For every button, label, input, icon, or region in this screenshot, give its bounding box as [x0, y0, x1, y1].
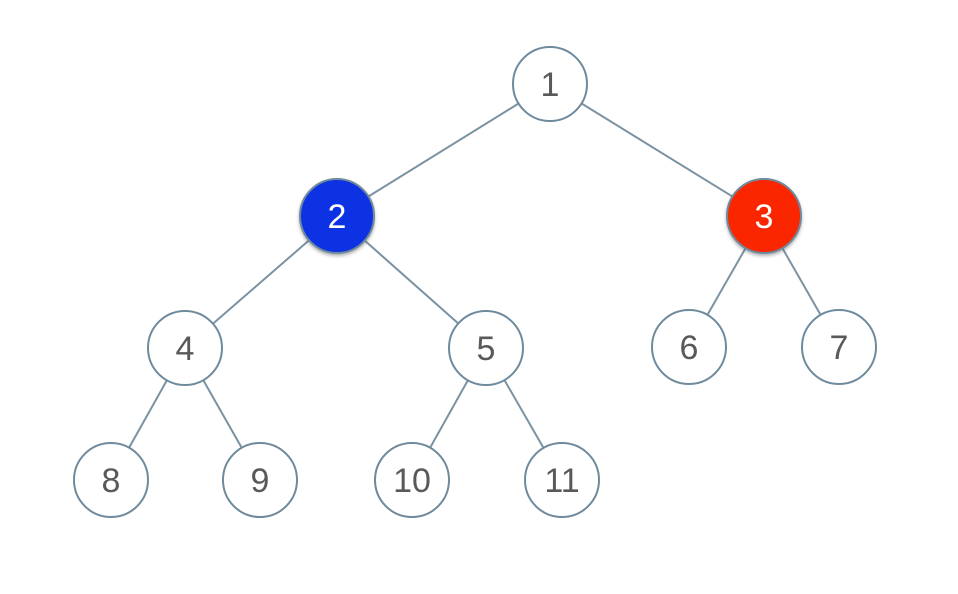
tree-node-9[interactable]: 9	[222, 442, 298, 518]
node-circle-8[interactable]	[73, 442, 149, 518]
node-label-11: 11	[544, 462, 579, 500]
node-circle-1[interactable]	[512, 46, 588, 122]
tree-node-5[interactable]: 5	[448, 310, 524, 386]
node-label-9: 9	[251, 462, 270, 500]
node-label-3: 3	[755, 198, 774, 236]
tree-node-1[interactable]: 1	[512, 46, 588, 122]
node-circle-9[interactable]	[222, 442, 298, 518]
node-circle-6[interactable]	[651, 309, 727, 385]
tree-node-2[interactable]: 2	[299, 178, 375, 254]
node-circle-11[interactable]	[524, 442, 600, 518]
node-label-5: 5	[477, 330, 496, 368]
tree-node-7[interactable]: 7	[801, 309, 877, 385]
tree-edge-1-3	[549, 83, 765, 217]
tree-edge-1-2	[336, 83, 551, 217]
node-circle-3[interactable]	[726, 178, 802, 254]
node-circle-4[interactable]	[147, 310, 223, 386]
node-label-10: 10	[393, 462, 431, 500]
node-circle-7[interactable]	[801, 309, 877, 385]
nodes-layer: 1 2 3 4 5 6 7 8 9 10 11	[73, 46, 877, 518]
node-label-4: 4	[176, 330, 195, 368]
tree-node-11[interactable]: 11	[524, 442, 600, 518]
tree-node-10[interactable]: 10	[374, 442, 450, 518]
node-label-8: 8	[102, 462, 121, 500]
node-circle-10[interactable]	[374, 442, 450, 518]
tree-node-8[interactable]: 8	[73, 442, 149, 518]
tree-node-3[interactable]: 3	[726, 178, 802, 254]
node-label-7: 7	[830, 329, 849, 367]
node-circle-2[interactable]	[299, 178, 375, 254]
node-label-1: 1	[541, 66, 560, 104]
node-circle-5[interactable]	[448, 310, 524, 386]
edges-layer	[110, 83, 840, 481]
tree-node-6[interactable]: 6	[651, 309, 727, 385]
node-label-6: 6	[680, 329, 699, 367]
node-label-2: 2	[328, 198, 347, 236]
tree-node-4[interactable]: 4	[147, 310, 223, 386]
